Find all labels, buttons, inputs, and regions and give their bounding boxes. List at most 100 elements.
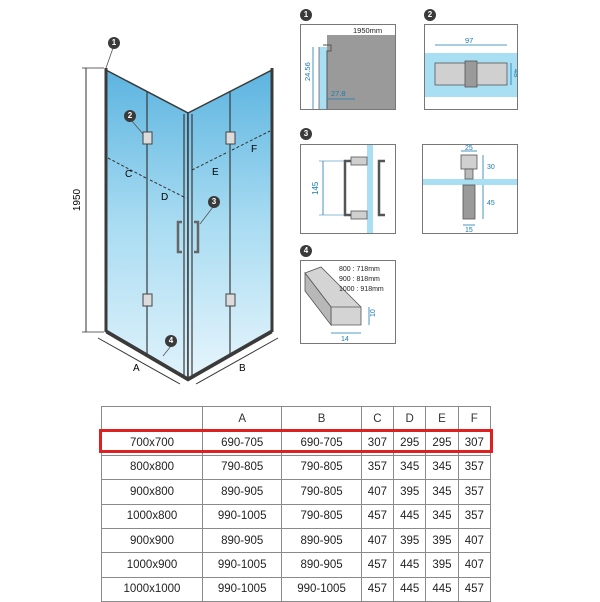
table-cell: 345 [425,503,459,529]
table-cell: 690-705 [201,430,283,456]
table-cell: 700x700 [101,430,203,456]
table-cell: 457 [360,552,395,578]
callout-badge-3: 3 [208,196,220,208]
table-cell: 890-905 [201,527,283,554]
table-cell: 990-1005 [201,576,283,602]
detail-3-badge: 3 [300,128,312,140]
dim-label-a: A [133,363,140,374]
callout-badge-2: 2 [124,110,136,122]
table-cell: 407 [457,552,492,578]
dim-label-e: E [212,167,219,178]
table-cell: 900x900 [101,527,203,554]
table-cell: 395 [393,527,427,554]
detail-4-dim-h: 14 [341,336,349,343]
table-cell: 407 [457,527,492,554]
table-header-cell: C [360,405,395,432]
table-cell: 395 [393,479,427,505]
table-cell: 790-805 [201,454,283,481]
table-cell: 790-805 [281,503,362,529]
table-header-cell: F [457,405,492,432]
table-cell: 307 [360,430,395,456]
table-header-cell: E [425,405,459,432]
table-cell: 407 [360,479,395,505]
detail-3-dim-top: 25 [465,145,473,152]
table-cell: 890-905 [281,527,362,554]
detail-4-panel: 800 : 718mm 900 : 818mm 1000 : 918mm 10 … [300,260,396,344]
table-cell: 1000x800 [101,503,203,529]
detail-1-height: 1950mm [353,26,382,35]
table-cell: 890-905 [201,479,283,505]
detail-3-panel-handle: 145 [300,144,396,234]
detail-1-dim-h: 27.8 [331,89,346,98]
table-cell: 457 [457,576,492,602]
table-row: 900x800 890-905 790-805 407 395 345 357 [101,479,492,505]
detail-4-size-2: 1000 : 918mm [339,286,384,293]
callout-badge-4: 4 [165,335,177,347]
dim-label-d: D [161,192,168,203]
table-row: 1000x900 990-1005 890-905 457 445 395 40… [101,552,492,578]
table-cell: 345 [393,454,427,481]
table-row: 900x900 890-905 890-905 407 395 395 407 [101,527,492,554]
table-cell: 395 [425,552,459,578]
table-header-cell [101,405,203,432]
detail-4-size-1: 900 : 818mm [339,276,380,283]
dim-label-f: F [251,144,257,155]
table-cell: 307 [457,430,492,456]
table-cell: 800x800 [101,454,203,481]
detail-4-badge: 4 [300,245,312,257]
table-cell: 1000x900 [101,552,203,578]
table-cell: 445 [425,576,459,602]
detail-3-dim-b: 45 [487,200,495,207]
dim-label-b: B [239,363,246,374]
height-dimension-label: 1950 [72,188,83,211]
table-cell: 345 [425,479,459,505]
table-cell: 357 [360,454,395,481]
detail-3-dim-bottom: 15 [465,227,473,233]
table-cell: 690-705 [281,430,362,456]
detail-2-panel: 97 48 [424,24,521,110]
detail-3-handle-length: 145 [311,181,320,195]
table-cell: 457 [360,576,395,602]
table-cell: 900x800 [101,479,203,505]
table-cell: 357 [457,503,492,529]
table-cell: 990-1005 [281,576,362,602]
detail-2-dim-top: 97 [465,36,473,45]
table-header-cell: D [393,405,427,432]
shower-enclosure-drawing: 1950 C D E F A B [72,47,279,385]
detail-3-panel-section: 25 30 45 15 [422,144,518,234]
table-cell: 790-805 [281,454,362,481]
table-cell: 457 [360,503,395,529]
table-cell: 445 [393,503,427,529]
table-row: 700x700 690-705 690-705 307 295 295 307 [101,430,492,456]
detail-4-dim-v: 10 [370,309,377,317]
table-cell: 990-1005 [201,503,283,529]
detail-1-dim-v: 24.56 [303,62,312,81]
table-cell: 295 [393,430,427,456]
callout-badge-1: 1 [108,37,120,49]
table-header-cell: B [281,405,362,432]
table-cell: 345 [425,454,459,481]
table-cell: 445 [393,552,427,578]
table-cell: 890-905 [281,552,362,578]
table-cell: 395 [425,527,459,554]
table-cell: 790-805 [281,479,362,505]
table-cell: 407 [360,527,395,554]
detail-4-size-0: 800 : 718mm [339,266,380,273]
table-cell: 990-1005 [201,552,283,578]
detail-1-panel: 1950mm 24.56 27.8 [300,24,396,110]
table-header-cell: A [201,405,283,432]
detail-1-badge: 1 [300,9,312,21]
table-cell: 295 [425,430,459,456]
table-cell: 357 [457,454,492,481]
table-cell: 357 [457,479,492,505]
detail-2-badge: 2 [424,9,436,21]
table-row: 800x800 790-805 790-805 357 345 345 357 [101,454,492,481]
table-row: 1000x1000 990-1005 990-1005 457 445 445 … [101,576,492,602]
table-cell: 1000x1000 [101,576,203,602]
table-header-row: A B C D E F [101,405,492,432]
dim-label-c: C [125,169,132,180]
detail-2-dim-side: 48 [512,69,517,77]
detail-3-dim-a: 30 [487,164,495,171]
dimension-table: A B C D E F 700x700 690-705 690-705 307 … [101,405,492,602]
door-handle-icon [176,220,200,254]
